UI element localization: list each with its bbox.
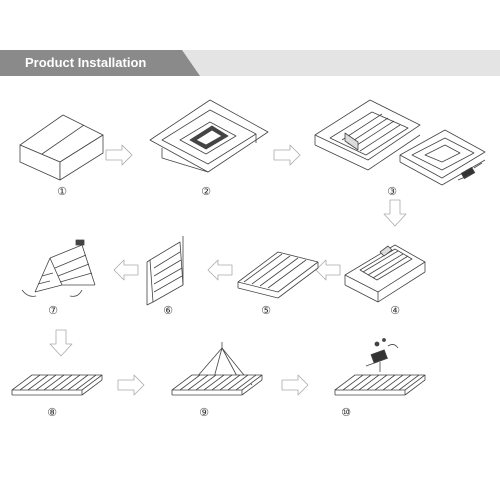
arrow-right-icon [117,374,145,396]
step-3-number: ③ [387,185,397,198]
step-4-number: ④ [390,304,400,317]
arrow-down-icon [383,199,407,227]
arrow-left-icon [315,259,341,281]
arrow-right-icon [105,144,133,166]
step-6-stand-up-illustration [146,236,184,306]
step-3-unpack-illustration [314,99,486,186]
step-8-fixture-illustration [11,374,103,396]
step-4-light-on-packaging-illustration [344,244,426,303]
section-banner: Product Installation [0,50,500,76]
step-5-light-illustration [237,251,319,299]
arrow-left-icon [113,259,139,281]
banner-tab [0,50,200,76]
step-10-number: ⑩ [341,406,351,419]
step-6-number: ⑥ [163,304,173,317]
step-10-connect-driver-illustration [334,338,426,396]
step-8-number: ⑧ [47,406,57,419]
step-2-open-box-illustration [149,99,269,173]
step-9-number: ⑨ [199,406,209,419]
arrow-left-icon [207,259,233,281]
arrow-right-icon [281,374,309,396]
section-title: Product Installation [25,55,147,70]
step-9-hang-illustration [171,342,263,396]
step-7-number: ⑦ [48,304,58,317]
arrow-right-icon [273,144,301,166]
step-5-number: ⑤ [261,304,271,317]
step-7-unfold-illustration [21,239,96,297]
step-1-number: ① [57,185,67,198]
step-2-number: ② [201,185,211,198]
step-1-closed-box-illustration [19,114,104,181]
arrow-down-icon [49,329,73,357]
